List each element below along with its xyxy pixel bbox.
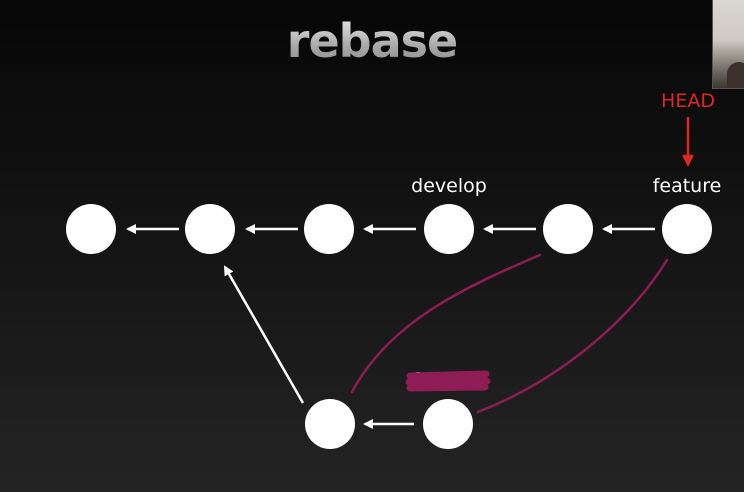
annotation-curve-develop: [350, 253, 542, 394]
scribble-out: [405, 370, 491, 392]
commit-node: [304, 204, 354, 254]
presenter-head: [727, 62, 744, 88]
commit-node: [185, 204, 235, 254]
commit-node: [66, 204, 116, 254]
commit-node-develop: [424, 204, 474, 254]
commit-node-feature: [662, 204, 712, 254]
commit-node-old-base: [305, 399, 355, 449]
commit-node-old-feature: [423, 399, 473, 449]
arrow-branch-to-c2: [223, 265, 305, 404]
develop-label: develop: [411, 175, 487, 197]
webcam-overlay: [712, 0, 744, 89]
annotation-curve-feature: [476, 258, 669, 414]
slide-title: rebase: [0, 14, 744, 68]
head-label: HEAD: [661, 90, 715, 112]
feature-label: feature: [653, 175, 722, 197]
commit-node: [543, 204, 593, 254]
